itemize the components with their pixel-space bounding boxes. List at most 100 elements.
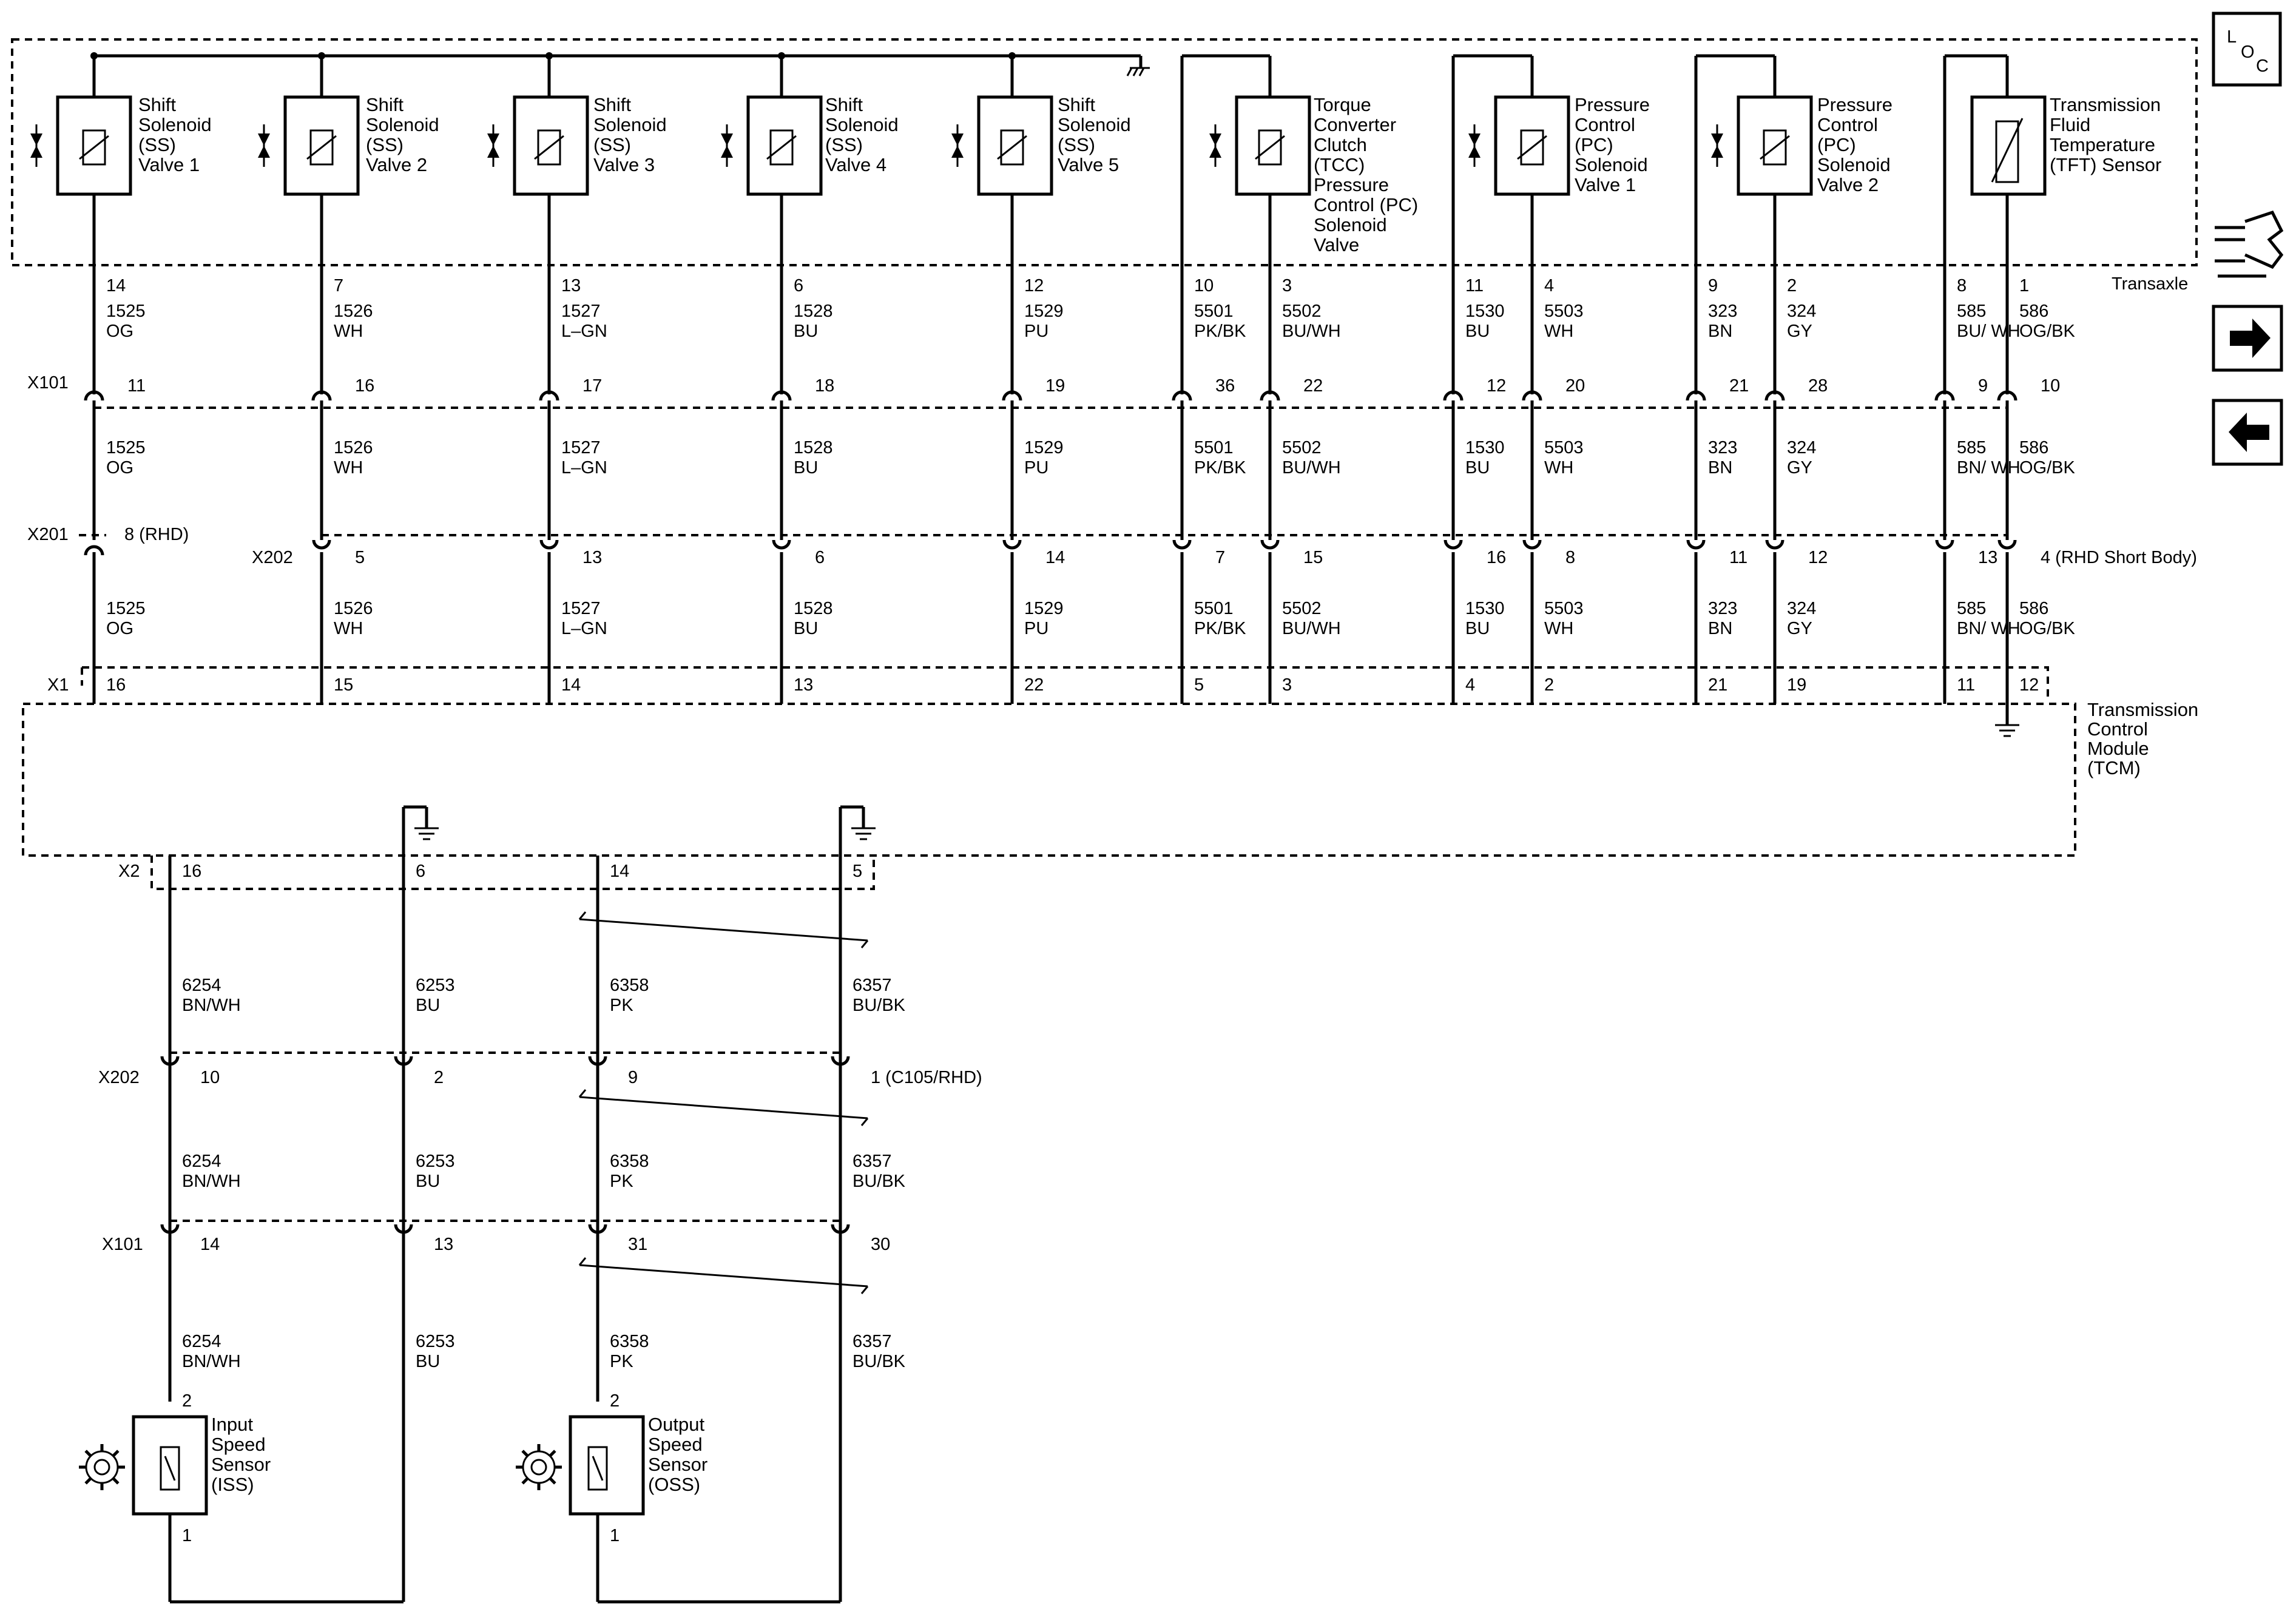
x101-pin: 17 <box>582 376 602 396</box>
x202-pin: 14 <box>1045 548 1065 567</box>
x101-terminal <box>831 1224 850 1234</box>
x101-pin: 22 <box>1303 376 1323 396</box>
wire-color: WH <box>1544 458 1573 478</box>
gear-icon <box>79 1444 125 1490</box>
loc-c: C <box>2256 56 2269 76</box>
x1-pin: 22 <box>1024 675 1044 695</box>
circuit-number: 5501 <box>1194 302 1234 321</box>
x101-terminal <box>588 1224 607 1234</box>
solenoid-name: Valve 1 <box>138 154 200 175</box>
x101-pin: 16 <box>355 376 374 396</box>
circuit-number: 6253 <box>416 1332 455 1351</box>
splice-dot <box>545 52 553 59</box>
wire-color: BN/WH <box>182 996 241 1015</box>
coil-icon <box>1258 129 1282 166</box>
coil-slash <box>306 135 337 160</box>
input-speed-sensor <box>132 1415 208 1516</box>
solenoid-name: Solenoid <box>1314 214 1387 235</box>
x101-pin: 13 <box>434 1235 453 1254</box>
loc-button[interactable]: LOC <box>2212 12 2282 87</box>
x101-pin: 20 <box>1565 376 1585 396</box>
circuit-number: 5503 <box>1544 599 1584 618</box>
circuit-number: 1529 <box>1024 438 1064 457</box>
wire-color: GY <box>1787 619 1812 638</box>
solenoid-name: Shift <box>138 94 176 115</box>
circuit-number: 1527 <box>561 302 601 321</box>
previous-page-button[interactable] <box>2212 399 2283 466</box>
x101-terminal <box>1002 390 1022 401</box>
pin-number: 13 <box>561 276 581 295</box>
x1-pin: 19 <box>1787 675 1806 695</box>
wire-color: OG <box>106 458 133 478</box>
x2-connector-box <box>150 856 875 890</box>
wire-color: BU <box>416 1352 440 1371</box>
next-page-button[interactable] <box>2212 305 2283 372</box>
x1-pin: 11 <box>1957 675 1975 695</box>
valve-arrow-icon <box>721 133 733 146</box>
x202-pin: 7 <box>1215 548 1225 567</box>
sensor-name: Sensor <box>648 1454 707 1475</box>
x202-terminal <box>1997 539 2017 550</box>
solenoid-name: (SS) <box>593 134 631 155</box>
circuit-number: 323 <box>1708 302 1737 321</box>
transaxle-label: Transaxle <box>2112 274 2188 294</box>
x101-terminal <box>771 390 792 401</box>
solenoid-name: (PC) <box>1575 134 1613 155</box>
wire-color: BU <box>794 458 818 478</box>
x202-label: X202 <box>98 1068 140 1087</box>
circuit-number: 5502 <box>1282 302 1322 321</box>
valve-arrow-icon <box>258 133 270 146</box>
twisted-pair-marker <box>579 918 868 942</box>
x201-label: X201 <box>27 525 69 544</box>
x2-pin: 5 <box>853 862 862 881</box>
hall-element-icon <box>164 1456 176 1481</box>
wire-color: BU/BK <box>853 1352 906 1371</box>
x202-terminal <box>1172 539 1192 550</box>
solenoid-name: Valve 2 <box>366 154 427 175</box>
wire-color: BN/WH <box>182 1352 241 1371</box>
wire-color: PK/BK <box>1194 619 1246 638</box>
wire-color: PU <box>1024 619 1048 638</box>
coil-slash <box>1255 135 1285 160</box>
x101-pin: 11 <box>127 376 146 396</box>
x202-pin: 12 <box>1808 548 1828 567</box>
valve-arrow-icon <box>1711 133 1723 146</box>
transaxle-boundary <box>11 38 2198 266</box>
x202-terminal <box>1765 539 1784 550</box>
twisted-pair-marker <box>579 1096 868 1119</box>
ground-symbol <box>1132 67 1139 76</box>
tcm-name: Control <box>2087 718 2148 740</box>
pin-number: 4 <box>1544 276 1554 295</box>
circuit-number: 1527 <box>561 599 601 618</box>
x201-terminal <box>84 545 104 556</box>
x202-pin: 4 (RHD Short Body) <box>2041 548 2197 567</box>
valve-arrow-icon <box>1468 133 1481 146</box>
wire-color: BN <box>1708 619 1732 638</box>
wire-color: BN <box>1708 458 1732 478</box>
coil-slash <box>1760 135 1790 160</box>
coil-icon <box>537 129 561 166</box>
x2-pin: 14 <box>610 862 629 881</box>
circuit-number: 6254 <box>182 976 221 995</box>
x202-pin: 6 <box>815 548 825 567</box>
x202-pin: 8 <box>1565 548 1575 567</box>
connector-tool-icon[interactable] <box>2215 210 2284 278</box>
wire-color: BU <box>416 996 440 1015</box>
valve-arrow-icon <box>951 146 964 158</box>
x101-pin: 36 <box>1215 376 1235 396</box>
output-speed-sensor <box>569 1415 645 1516</box>
x101-terminal <box>1934 390 1955 401</box>
solenoid-name: Shift <box>593 94 631 115</box>
wire-color: BN <box>1708 322 1732 341</box>
circuit-number: 585 <box>1957 599 1986 618</box>
coil-icon <box>769 129 794 166</box>
solenoid-name: Converter <box>1314 114 1396 135</box>
hall-element-icon <box>592 1456 604 1481</box>
circuit-number: 1526 <box>334 438 373 457</box>
x101-pin: 12 <box>1487 376 1506 396</box>
pin-number: 11 <box>1465 276 1484 295</box>
x101-terminal <box>394 1224 413 1234</box>
splice-dot <box>1008 52 1016 59</box>
x101-pin: 9 <box>1978 376 1988 396</box>
twisted-pair-marker <box>860 1118 869 1126</box>
